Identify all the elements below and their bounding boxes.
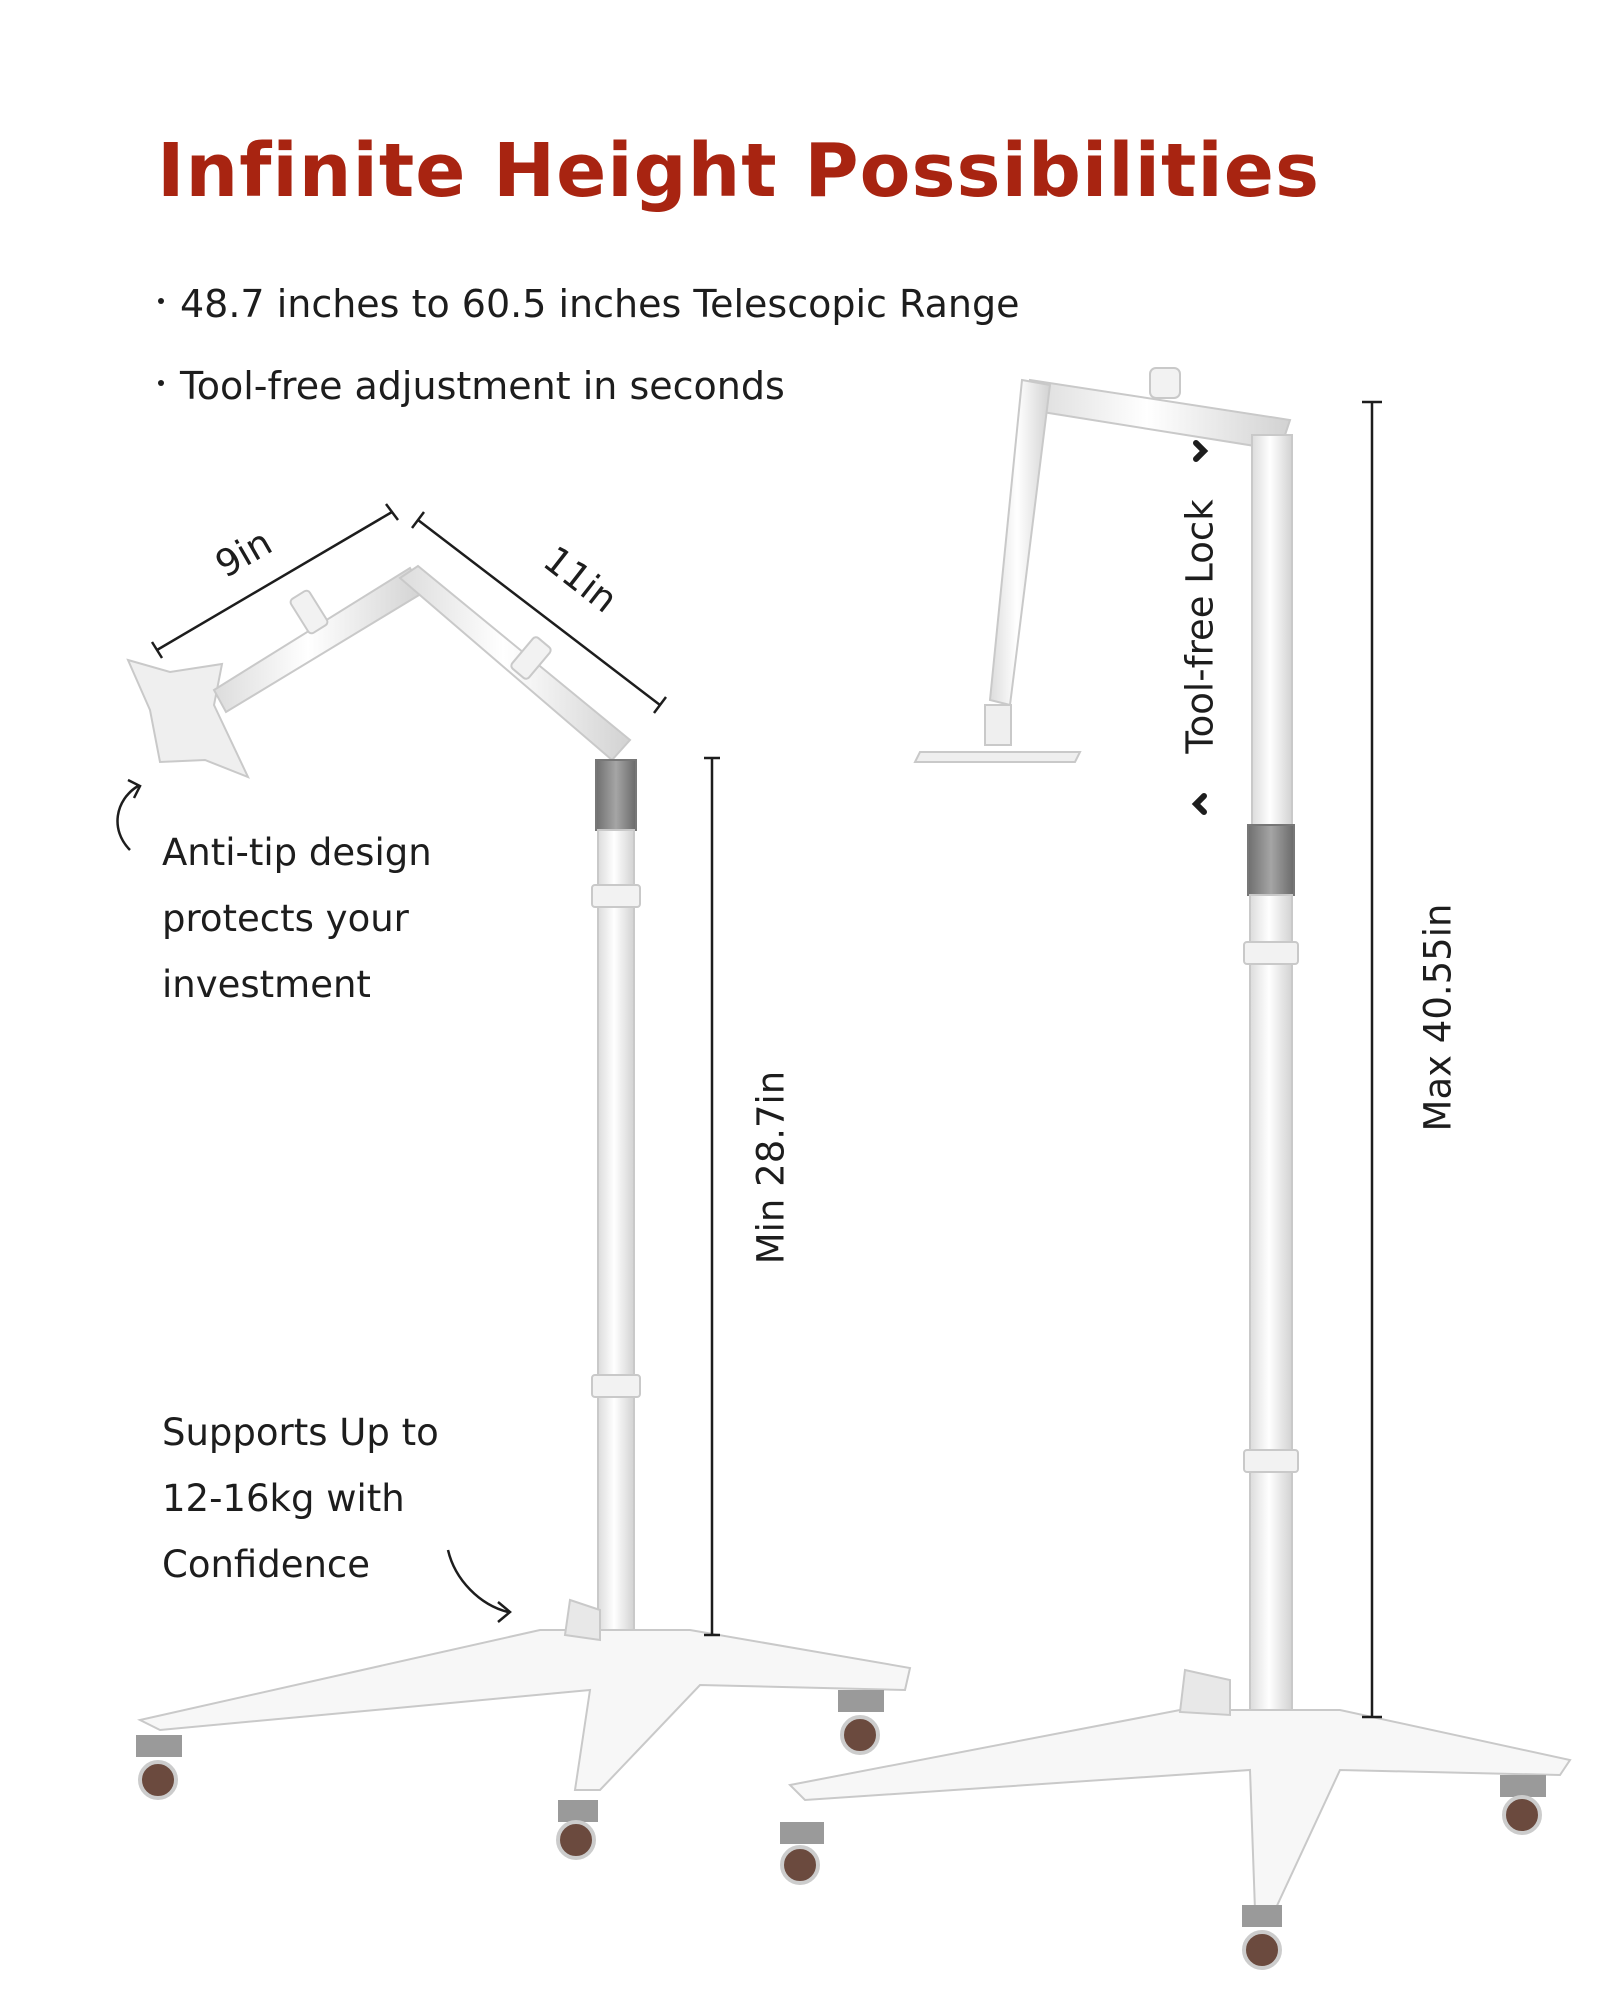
bullet-dot-icon <box>158 379 164 386</box>
note-line: protects your <box>162 897 409 940</box>
min-height-label: Min 28.7in <box>749 1070 793 1265</box>
tool-free-lock-label: Tool-free Lock <box>1178 499 1222 754</box>
arm-segment-short <box>212 566 426 714</box>
arm-segment-drop <box>988 378 1052 707</box>
chevron-up-icon <box>1193 440 1209 462</box>
note-line: investment <box>162 963 371 1006</box>
vesa-plate <box>126 658 250 779</box>
pole-collar <box>595 759 637 831</box>
min-height-dimension-line <box>704 756 720 1637</box>
base <box>787 1709 1572 1911</box>
pole-lower <box>1249 894 1293 1716</box>
note-line: Supports Up to <box>162 1411 439 1454</box>
pole-upper <box>1251 434 1293 826</box>
curved-arrow-icon <box>116 784 139 851</box>
page-title: Infinite Height Possibilities <box>157 128 1320 214</box>
arm-dimension-lines <box>150 503 667 714</box>
curved-arrow-icons <box>116 778 512 1623</box>
pole <box>597 829 635 1631</box>
chevron-down-icon <box>1191 793 1207 815</box>
note-line: Anti-tip design <box>162 831 432 874</box>
right-stand <box>787 367 1572 1911</box>
bullet-telescopic-range: 48.7 inches to 60.5 inches Telescopic Ra… <box>158 282 1019 326</box>
max-height-label: Max 40.55in <box>1416 903 1460 1132</box>
left-wheels <box>136 1690 884 1860</box>
note-line: Confidence <box>162 1543 371 1586</box>
base <box>137 1629 912 1791</box>
lock-chevron-icons <box>1191 440 1209 815</box>
note-supports: Supports Up to 12-16kg with Confidence <box>162 1400 439 1598</box>
right-wheels <box>780 1775 1546 1970</box>
note-line: 12-16kg with <box>162 1477 405 1520</box>
curved-arrow-icon <box>446 1549 509 1614</box>
left-stand <box>126 564 912 1791</box>
pole-collar <box>1247 824 1295 896</box>
bullet-text: 48.7 inches to 60.5 inches Telescopic Ra… <box>180 282 1020 326</box>
bullet-text: Tool-free adjustment in seconds <box>180 364 785 408</box>
mount-plate <box>913 751 1082 763</box>
max-height-dimension-line <box>1362 400 1382 1719</box>
bullet-dot-icon <box>158 297 164 304</box>
bullet-tool-free: Tool-free adjustment in seconds <box>158 364 785 408</box>
note-anti-tip: Anti-tip design protects your investment <box>162 820 432 1018</box>
